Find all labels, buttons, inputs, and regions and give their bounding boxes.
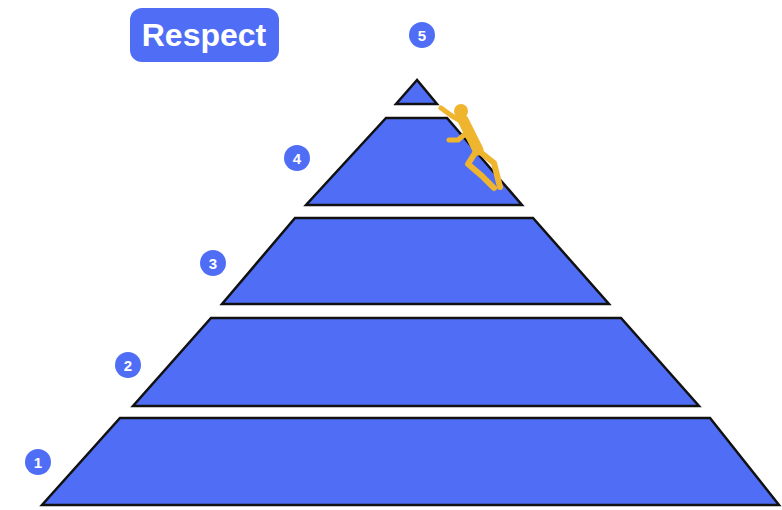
number-text: 4 [293,150,301,167]
level-number: 3 [200,250,226,276]
pyramid-apex [396,80,437,104]
level-number: 5 [409,22,435,48]
number-text: 5 [418,27,426,44]
level-number: 4 [284,145,310,171]
level-number: 2 [115,352,141,378]
pyramid-band [222,218,609,304]
number-text: 2 [124,357,132,374]
number-text: 3 [209,255,217,272]
pyramid-band [133,318,699,406]
title-badge: Respect [130,8,279,62]
pyramid-band [42,418,779,505]
climber-figure [441,104,500,188]
title-text: Respect [142,17,267,54]
pyramid-band [306,118,522,205]
number-text: 1 [34,454,42,471]
level-number: 1 [25,449,51,475]
